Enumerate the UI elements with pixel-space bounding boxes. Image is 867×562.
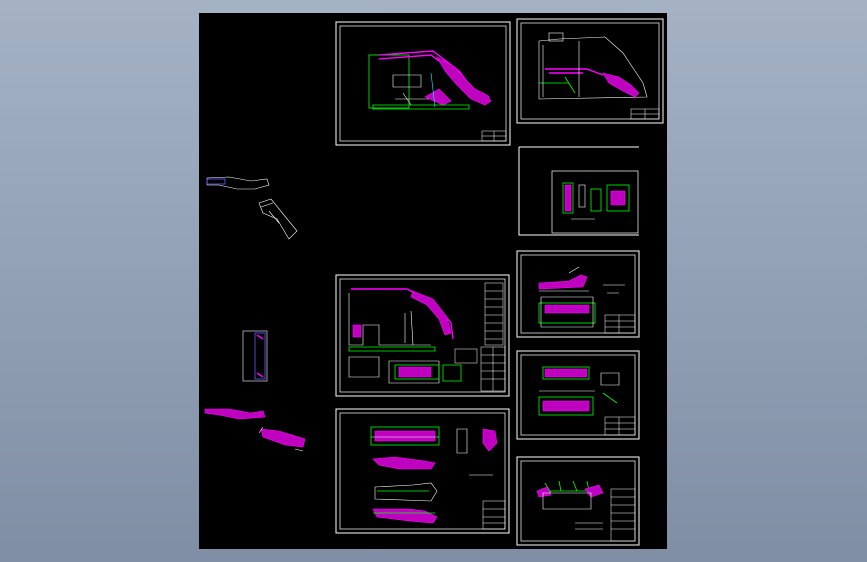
cad-drawing-canvas[interactable] xyxy=(199,13,667,549)
sheet-part-bottom-left[interactable] xyxy=(335,408,510,534)
loose-part-vertical[interactable] xyxy=(242,330,268,382)
loose-part-magenta-bracket[interactable] xyxy=(258,426,306,452)
parts-list-table xyxy=(454,282,506,392)
title-block xyxy=(481,130,507,142)
sheet-part-right-4[interactable] xyxy=(516,350,640,440)
sheet-general-assembly[interactable] xyxy=(335,21,511,146)
loose-part-bracket[interactable] xyxy=(258,198,298,240)
lower-detail-views xyxy=(348,356,462,384)
title-block xyxy=(604,416,636,436)
title-block xyxy=(604,314,636,334)
sheet-part-right-5[interactable] xyxy=(516,456,640,546)
title-block xyxy=(482,500,506,530)
title-block xyxy=(630,108,660,120)
title-block xyxy=(610,488,636,542)
sheet-assembly-with-table[interactable] xyxy=(335,274,510,397)
loose-part-long-arm[interactable] xyxy=(204,408,266,420)
sheet-assembly-right[interactable] xyxy=(516,18,664,124)
loose-part-arm-top[interactable] xyxy=(206,176,270,190)
drawing-viewport[interactable] xyxy=(199,13,667,549)
sheet-parts-small[interactable] xyxy=(518,146,639,236)
sheet-part-right-3[interactable] xyxy=(516,250,640,338)
